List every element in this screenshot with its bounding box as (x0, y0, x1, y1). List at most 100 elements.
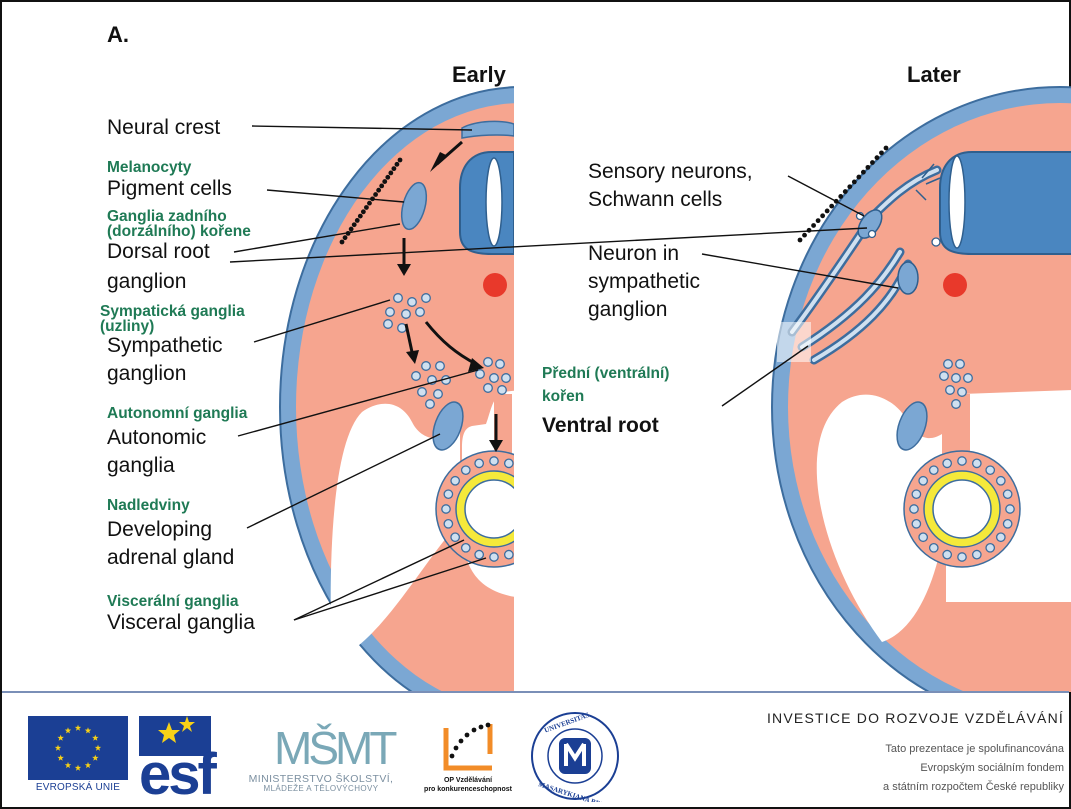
header-later: Later (907, 62, 961, 87)
melanocyte-dot (875, 155, 880, 160)
label-adrenal-1: Developing (107, 518, 212, 541)
later-embryo-section (772, 87, 1071, 692)
crest-cell (384, 320, 393, 329)
crest-cell (434, 390, 443, 399)
melanocyte-dot (852, 179, 857, 184)
ganglion-cell (958, 553, 966, 561)
label-autonomni: Autonomní ganglia (107, 405, 248, 422)
eu-star-icon (57, 735, 64, 741)
eu-flag-icon (28, 716, 128, 780)
ganglion-cell (535, 490, 543, 498)
crest-cell (490, 374, 499, 383)
melanocyte-dot (816, 218, 821, 223)
melanocyte-dot (395, 162, 400, 167)
label-ganglia-zadniho-2: (dorzálního) kořene (107, 223, 251, 240)
melanocyte-dot (391, 166, 396, 171)
eu-star-icon (65, 727, 71, 733)
msmt-caption: MINISTERSTVO ŠKOLSTVÍ, MLÁDEŽE A TĚLOVÝC… (234, 774, 408, 794)
label-neural-crest: Neural crest (107, 116, 220, 139)
crest-cell (422, 362, 431, 371)
melanocyte-dot (382, 179, 387, 184)
eu-star-icon (85, 762, 91, 768)
ganglion-cell (943, 459, 951, 467)
crest-cell (394, 294, 403, 303)
esf-logo: esf (135, 714, 233, 798)
crest-cell (436, 362, 445, 371)
crest-cell (964, 374, 973, 383)
melanocyte-dot (343, 235, 348, 240)
label-adrenal-2: adrenal gland (107, 546, 234, 569)
ganglion-cell (919, 533, 927, 541)
label-visceral: Visceral ganglia (107, 611, 255, 634)
eu-star-icon (85, 727, 91, 733)
funding-line-2: Evropským sociálním fondem (702, 759, 1064, 778)
ganglion-cell (1003, 520, 1011, 528)
melanocyte-dot (829, 204, 834, 209)
eu-logo: EVROPSKÁ UNIE (28, 716, 128, 798)
ganglion-cell (529, 477, 537, 485)
melanocyte-dot (865, 165, 870, 170)
label-neuron-2: sympathetic (588, 270, 700, 293)
footer-divider (2, 691, 1069, 693)
ganglion-cell (910, 505, 918, 513)
ganglion-cell (529, 533, 537, 541)
melanocyte-dot (820, 213, 825, 218)
crest-cell (946, 386, 955, 395)
crest-cell (416, 308, 425, 317)
label-pigment-cells: Pigment cells (107, 177, 232, 200)
op-logo: OP Vzdělávání pro konkurenceschopnost (416, 714, 520, 802)
label-sensory-1: Sensory neurons, (588, 160, 753, 183)
ganglion-cell (930, 544, 938, 552)
eu-star-icon (95, 745, 101, 751)
melanocyte-dot (352, 222, 357, 227)
ganglion-cell (518, 544, 526, 552)
crest-cell (484, 384, 493, 393)
esf-wordmark: esf (139, 742, 218, 798)
label-visceralni: Viscerální ganglia (107, 593, 239, 610)
footer-funding-block: INVESTICE DO ROZVOJE VZDĚLÁVÁNÍ Tato pre… (702, 710, 1064, 797)
label-autonomic-1: Autonomic (107, 426, 206, 449)
ganglion-cell (451, 533, 459, 541)
ganglion-cell (930, 466, 938, 474)
header-early: Early (452, 62, 507, 87)
notochord (483, 273, 507, 297)
label-predni-1: Přední (ventrální) (542, 365, 669, 382)
melanocyte-dot (361, 209, 366, 214)
funding-line-3: a státním rozpočtem České republiky (702, 778, 1064, 797)
crest-cell (496, 360, 505, 369)
label-sympathetic-2: ganglion (107, 362, 186, 385)
melanocyte-dot (802, 233, 807, 238)
op-line1: OP Vzdělávání (416, 776, 520, 785)
ganglion-cell (973, 459, 981, 467)
ganglion-cell (451, 477, 459, 485)
melanocyte-dot (798, 238, 803, 243)
crest-cell (498, 386, 507, 395)
crest-cell (502, 374, 511, 383)
ganglion-cell (912, 520, 920, 528)
msmt-line1: MINISTERSTVO ŠKOLSTVÍ, (234, 774, 408, 784)
ganglion-cell (490, 457, 498, 465)
melanocyte-dot (843, 189, 848, 194)
melanocyte-dot (364, 205, 369, 210)
label-sensory-2: Schwann cells (588, 188, 722, 211)
eu-star-icon (92, 755, 99, 761)
label-ventral-root: Ventral root (542, 414, 659, 437)
ganglion-cell (986, 466, 994, 474)
sympathetic-ganglion-later (898, 262, 918, 294)
melanocyte-dot (879, 150, 884, 155)
ganglion-cell (462, 466, 470, 474)
melanocyte-dot (388, 171, 393, 176)
melanocyte-dot (811, 223, 816, 228)
panel-label-a: A. (107, 22, 129, 47)
melanocyte-dot (856, 175, 861, 180)
eu-star-icon (75, 765, 81, 771)
label-neuron-3: ganglion (588, 298, 667, 321)
melanocyte-dot (355, 218, 360, 223)
ganglion-cell (1003, 490, 1011, 498)
ganglion-cell (518, 466, 526, 474)
op-line2: pro konkurenceschopnost (416, 785, 520, 794)
melanocyte-dot (825, 209, 830, 214)
funding-line-1: Tato prezentace je spolufinancována (702, 740, 1064, 759)
crest-cell (422, 294, 431, 303)
